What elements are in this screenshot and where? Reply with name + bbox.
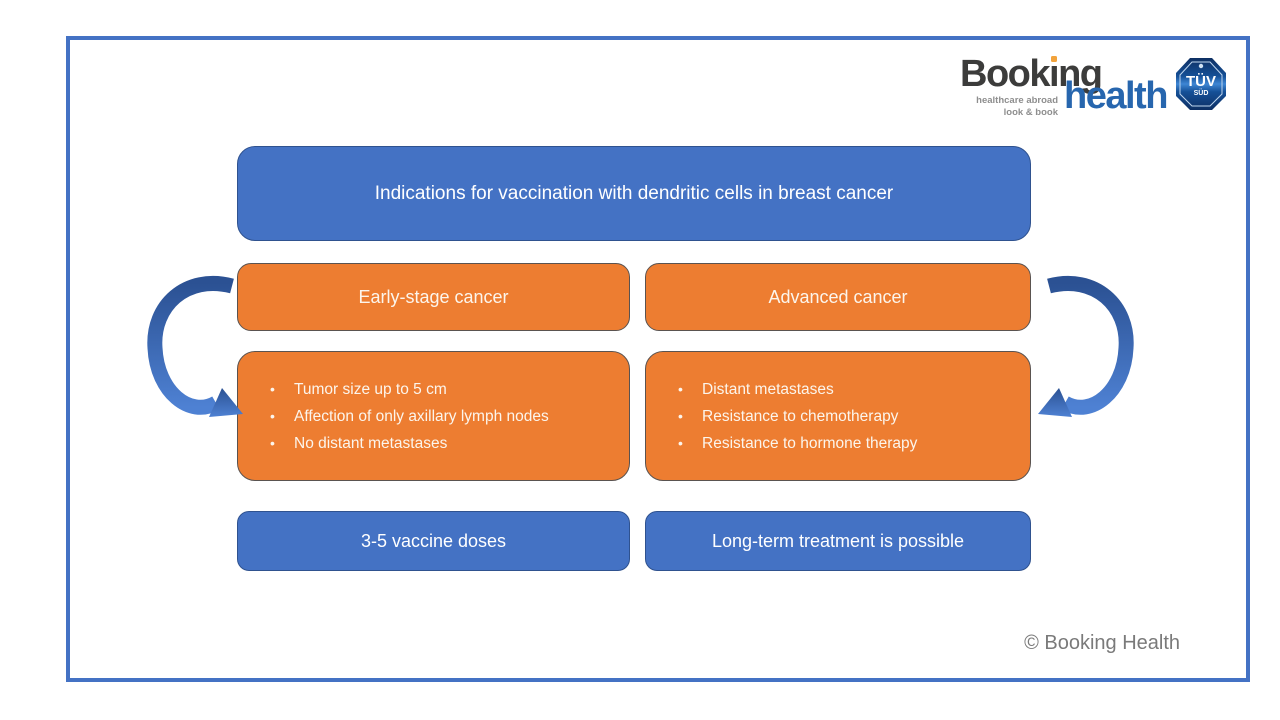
- logo-i-dot: [1051, 56, 1057, 62]
- list-item: Distant metastases: [678, 376, 1014, 403]
- list-item: Tumor size up to 5 cm: [270, 376, 613, 403]
- curved-arrow-right-icon: [1038, 276, 1134, 417]
- diagram-title-box: Indications for vaccination with dendrit…: [237, 146, 1031, 241]
- early-stage-header-label: Early-stage cancer: [358, 286, 509, 307]
- long-term-treatment-label: Long-term treatment is possible: [711, 530, 965, 551]
- logo-tagline-line1: healthcare abroad: [976, 95, 1058, 106]
- advanced-header-box: Advanced cancer: [645, 263, 1031, 331]
- logo-tagline: healthcare abroad look & book: [956, 95, 1058, 118]
- logo-tagline-line2: look & book: [1003, 106, 1058, 118]
- tuv-sud-badge-icon: TÜV SÜD: [1176, 58, 1226, 110]
- logo-booking-part2: ng: [1058, 53, 1103, 95]
- early-stage-bullet-list: Tumor size up to 5 cm Affection of only …: [238, 352, 629, 480]
- advanced-bullet-list: Distant metastases Resistance to chemoth…: [646, 352, 1030, 480]
- early-stage-header-box: Early-stage cancer: [237, 263, 630, 331]
- logo-booking-i: ı: [1049, 53, 1060, 95]
- vaccine-doses-label: 3-5 vaccine doses: [360, 530, 507, 551]
- logo-health-wordmark: health: [1064, 75, 1168, 117]
- copyright-text: © Booking Health: [1024, 632, 1180, 654]
- list-item: Resistance to chemotherapy: [678, 403, 1014, 430]
- early-stage-bullets-box: Tumor size up to 5 cm Affection of only …: [237, 351, 630, 481]
- svg-text:SÜD: SÜD: [1194, 88, 1209, 97]
- advanced-header-label: Advanced cancer: [768, 286, 908, 307]
- logo-booking-part1: Book: [960, 53, 1051, 95]
- curved-arrow-left-icon: [147, 276, 243, 417]
- advanced-bullets-box: Distant metastases Resistance to chemoth…: [645, 351, 1031, 481]
- diagram-title: Indications for vaccination with dendrit…: [374, 182, 894, 204]
- long-term-treatment-box: Long-term treatment is possible: [645, 511, 1031, 571]
- svg-text:TÜV: TÜV: [1186, 73, 1216, 90]
- list-item: No distant metastases: [270, 430, 613, 457]
- list-item: Affection of only axillary lymph nodes: [270, 403, 613, 430]
- list-item: Resistance to hormone therapy: [678, 430, 1014, 457]
- vaccine-doses-box: 3-5 vaccine doses: [237, 511, 630, 571]
